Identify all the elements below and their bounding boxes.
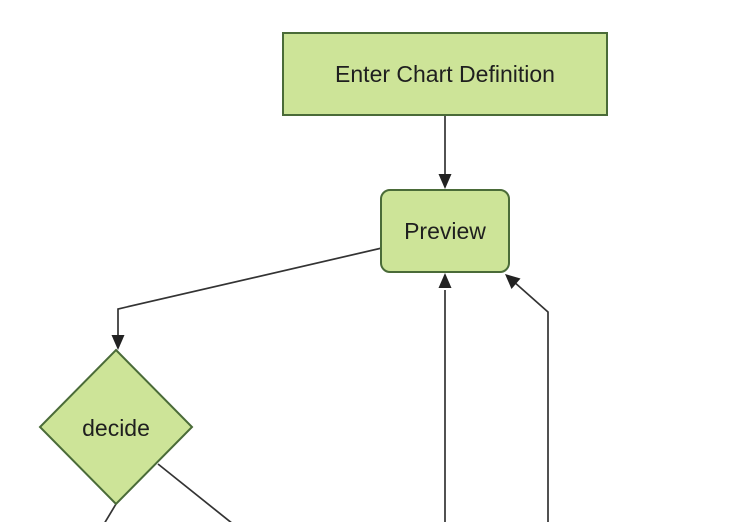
node-preview-label: Preview bbox=[404, 218, 486, 244]
edge-bottom-right-to-preview bbox=[512, 280, 549, 522]
node-preview: Preview bbox=[380, 189, 510, 273]
node-enter-chart-definition: Enter Chart Definition bbox=[282, 32, 608, 116]
arrowhead-enter-to-preview-icon bbox=[438, 174, 452, 189]
edge-decide-down-left bbox=[104, 503, 117, 522]
node-decide-shape bbox=[38, 348, 194, 506]
arrowhead-bottom-to-preview-icon bbox=[438, 273, 452, 288]
node-enter-chart-definition-label: Enter Chart Definition bbox=[335, 61, 555, 87]
node-decide: decide bbox=[38, 348, 194, 506]
arrowhead-bottom-right-to-preview-icon bbox=[505, 274, 521, 289]
edge-preview-to-decide bbox=[117, 247, 383, 342]
edge-decide-down-right bbox=[157, 463, 232, 522]
node-preview-shape bbox=[380, 189, 510, 273]
node-enter-chart-definition-shape bbox=[282, 32, 608, 116]
arrowhead-preview-to-decide-icon bbox=[111, 335, 125, 350]
node-decide-label: decide bbox=[82, 415, 150, 441]
